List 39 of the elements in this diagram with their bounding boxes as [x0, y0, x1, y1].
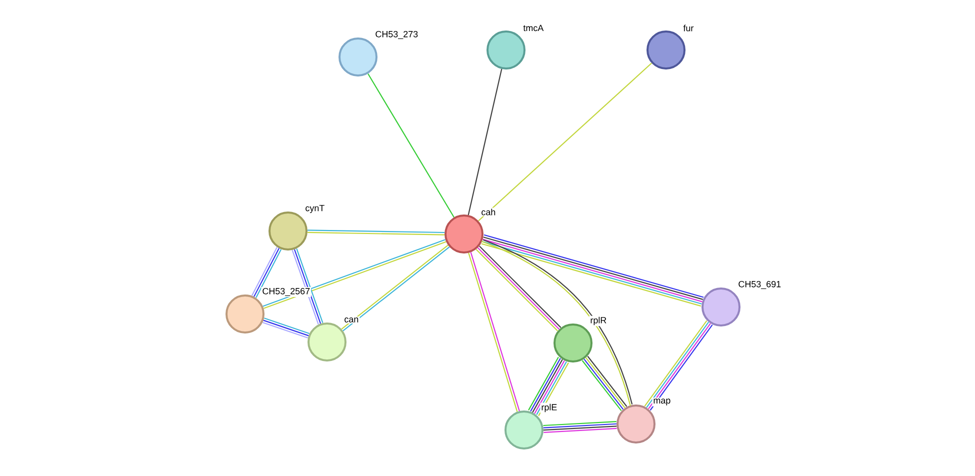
- protein-node: [226, 294, 264, 334]
- node-label: map: [652, 398, 672, 406]
- node-label: fur: [682, 24, 695, 32]
- node-label: cynT: [304, 204, 326, 214]
- protein-node: [486, 30, 526, 70]
- interaction-line: [476, 246, 562, 332]
- node-label: can: [343, 316, 360, 324]
- interaction-line: [468, 252, 520, 412]
- interaction-line: [262, 318, 310, 338]
- protein-node: [308, 322, 346, 362]
- interaction-line: [528, 356, 569, 416]
- interaction-line: [307, 230, 445, 236]
- interaction-line: [292, 248, 324, 325]
- interaction-line: [341, 244, 450, 332]
- interaction-line: [543, 421, 617, 433]
- interaction-line: [582, 356, 628, 412]
- node-label: CH53_691: [737, 280, 782, 290]
- node-label: rplE: [540, 402, 558, 414]
- node-label: CH53_2567: [261, 286, 312, 297]
- interaction-line: [468, 68, 502, 216]
- node-label: CH53_273: [374, 30, 420, 40]
- protein-node: [702, 288, 740, 326]
- interaction-line: [481, 239, 633, 406]
- protein-node: [616, 404, 656, 444]
- protein-node: [338, 38, 378, 76]
- protein-node: [504, 410, 544, 450]
- protein-node: [554, 324, 592, 362]
- node-label: tmcA: [522, 24, 545, 32]
- protein-node: [444, 214, 484, 254]
- node-label: cah: [480, 208, 497, 216]
- interaction-line: [368, 73, 454, 218]
- interaction-line: [481, 234, 704, 307]
- protein-node: [646, 30, 686, 70]
- interaction-line: [478, 62, 652, 222]
- interaction-line: [262, 239, 446, 309]
- interaction-line: [251, 247, 282, 298]
- node-label: rplR: [589, 316, 608, 326]
- protein-node: [268, 212, 308, 250]
- interaction-line: [644, 320, 713, 411]
